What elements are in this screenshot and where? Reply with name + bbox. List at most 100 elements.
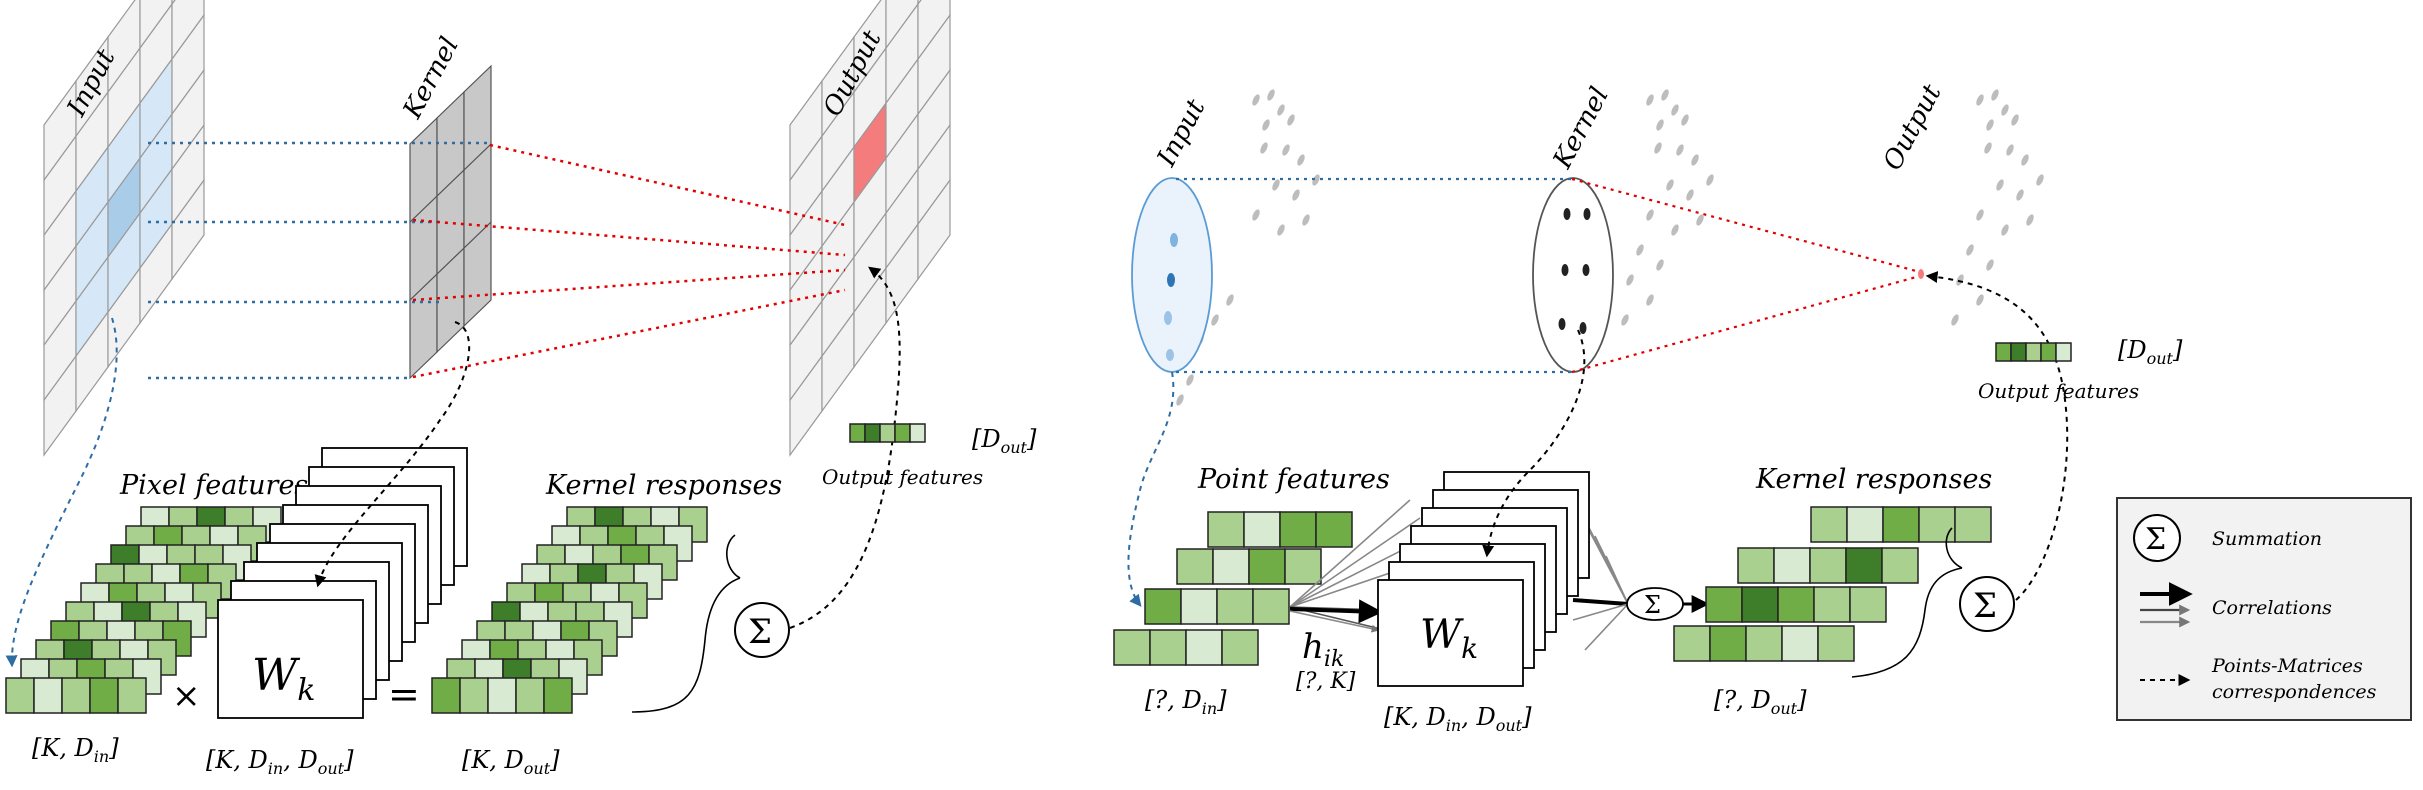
feature-cell: [459, 677, 489, 714]
dim-w-label: [K, Din, Dout]: [206, 746, 354, 778]
feature-cell: [117, 677, 147, 714]
feature-cell: [1745, 625, 1783, 662]
sum-to-output-arrow-right: [1925, 271, 2069, 601]
kernel-responses-label: Kernel responses: [545, 470, 782, 501]
wk-label: Wk: [252, 650, 315, 708]
point-features-rows: [1113, 511, 1353, 666]
feature-cell: [33, 677, 63, 714]
point: [1621, 314, 1629, 326]
point: [1991, 89, 1999, 101]
feature-cell: [1248, 548, 1286, 585]
feature-cell: [1207, 511, 1245, 548]
feature-cell: [1810, 506, 1848, 543]
feature-cell: [1185, 629, 1223, 666]
point: [1292, 189, 1300, 201]
feature-cell: [633, 563, 663, 600]
feature-cell: [89, 677, 119, 714]
point-input-label: Input: [1151, 94, 1211, 172]
summation-node-right: Σ: [1959, 576, 2015, 632]
correlation-line: [1572, 603, 1629, 621]
grid-cell: [853, 0, 887, 94]
point: [1277, 224, 1285, 236]
correlation-line: [1605, 555, 1629, 605]
input-kernel-blue-lines: [148, 141, 490, 380]
legend-box: Σ Summation Correlations Points-Matrices…: [2116, 497, 2412, 721]
correlation-line: [1289, 517, 1421, 608]
feature-cell: [1709, 625, 1747, 662]
feature-cell: [1113, 629, 1151, 666]
brace-right: [1851, 567, 1963, 678]
grid-cell: [139, 0, 173, 50]
feature-cell: [849, 423, 866, 443]
svg-text:Σ: Σ: [1644, 591, 1661, 619]
input-to-features-arrow-right: [1127, 371, 1175, 607]
feature-cell: [1252, 588, 1290, 625]
feature-cell: [1781, 625, 1819, 662]
dout-label-right: [Dout]: [2118, 336, 2183, 368]
point: [1666, 179, 1674, 191]
point: [1984, 142, 1992, 154]
point: [1252, 94, 1260, 106]
feature-cell: [1176, 548, 1214, 585]
pixel-features-label: Pixel features: [119, 470, 308, 501]
point: [1976, 94, 1984, 106]
kernel-responses-rows-right: [1673, 506, 1992, 662]
point: [1226, 294, 1234, 306]
correlation-line: [1584, 603, 1629, 651]
point: [1211, 314, 1219, 326]
times-symbol: ×: [172, 676, 201, 716]
feature-cell: [1849, 586, 1887, 623]
point: [1966, 244, 1974, 256]
feature-cell: [1882, 506, 1920, 543]
feature-cell: [177, 601, 207, 638]
point: [1996, 179, 2004, 191]
feature-cell: [1279, 511, 1317, 548]
feature-cell: [2055, 342, 2072, 362]
point: [1636, 244, 1644, 256]
feature-cell: [431, 677, 461, 714]
feature-cell: [61, 677, 91, 714]
wk-label-right: Wk: [1420, 612, 1478, 665]
feature-cell: [543, 677, 573, 714]
point: [1656, 259, 1664, 271]
brace: [631, 577, 741, 713]
output-target-point: [1918, 269, 1924, 279]
output-feature-vector-right: [1995, 342, 2072, 362]
point-kernel-label: Kernel: [1547, 82, 1615, 174]
legend-correlations-label: Correlations: [2212, 597, 2332, 619]
sum-to-output-arrow: [789, 266, 901, 629]
equals-symbol: =: [388, 672, 420, 716]
feature-cell: [1954, 506, 1992, 543]
feature-cell: [1216, 588, 1254, 625]
right-blue-lines: [1176, 177, 1572, 374]
dim-out-label: [K, Dout]: [462, 746, 560, 778]
point-output-label: Output: [1878, 79, 1948, 175]
grid-cell: [917, 0, 922, 6]
input-grid: [43, 0, 205, 457]
point: [1696, 214, 1704, 226]
feature-cell: [2010, 342, 2027, 362]
point: [2011, 114, 2019, 126]
feature-cell: [894, 423, 911, 443]
point: [1262, 119, 1270, 131]
legend-correlations-icon: [2140, 582, 2193, 628]
svg-text:Σ: Σ: [1973, 586, 1997, 626]
point: [1706, 174, 1714, 186]
legend-correspondence-label-1: Points-Matrices: [2211, 655, 2363, 677]
point: [1186, 374, 1194, 386]
grid-cell: [107, 0, 141, 94]
wk-matrix-stack: [217, 447, 468, 719]
point: [1626, 274, 1634, 286]
small-summation-node: Σ: [1626, 587, 1684, 621]
feature-cell: [2025, 342, 2042, 362]
wk-matrix: [217, 599, 364, 719]
feature-cell: [1315, 511, 1353, 548]
correlation-line: [1289, 499, 1411, 608]
point: [1252, 209, 1260, 221]
point-features-label: Point features: [1197, 464, 1390, 495]
feature-cell: [1813, 586, 1851, 623]
legend-correspondence-label-2: correspondences: [2212, 681, 2377, 703]
kernel-ellipse: [1532, 177, 1614, 373]
feature-cell: [162, 620, 192, 657]
dim-w-label-right: [K, Din, Dout]: [1384, 703, 1532, 735]
